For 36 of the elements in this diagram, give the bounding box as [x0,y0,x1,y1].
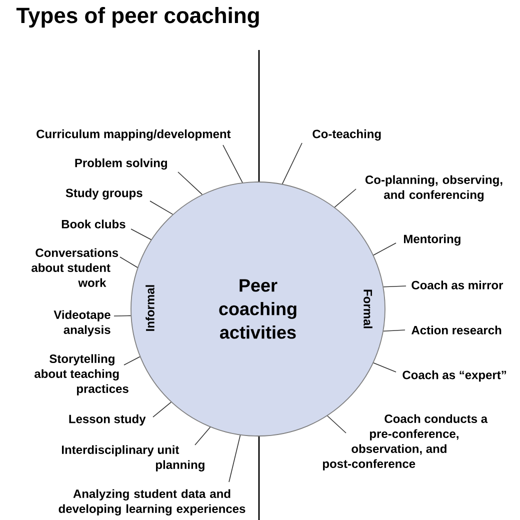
leader-line [383,286,406,288]
leader-line [124,356,140,366]
leader-line [152,402,172,418]
title: Types of peer coaching [16,7,259,28]
activity-label: Study groups [66,188,142,200]
leader-line [383,330,406,332]
activity-label: Videotape analysis [54,310,110,336]
leader-line [327,416,346,434]
leader-line [222,144,243,183]
activity-label: Co-teaching [312,129,381,141]
activity-label: Mentoring [404,234,460,246]
leader-line [150,200,174,215]
activity-label: Lesson study [69,414,146,426]
leader-line [228,434,241,482]
leader-line [194,426,211,446]
leader-line [334,188,356,208]
activity-label: Coach as “expert” [402,370,506,382]
activity-label: Storytelling about teaching practices [34,354,128,396]
vertical-label: Formal [364,290,372,328]
leader-line [373,242,396,256]
activity-label: Book clubs [62,220,126,228]
activity-label: Interdisciplinary unit planning [62,445,204,472]
leader-line [114,315,132,316]
leader-line [120,256,138,268]
activity-label: Conversations about student work [32,248,118,287]
activity-label: Action research [412,326,502,334]
vertical-label: Informal [146,285,154,331]
activity-label: Coach as mirror [412,280,504,290]
leader-line [130,228,152,240]
activity-label: Coach conducts a pre-conference, observation, and post-conference [322,414,488,470]
activity-label: Co-planning, observing, and conferencing [366,175,502,202]
activity-label: Problem solving [75,158,167,170]
leader-line [282,142,302,184]
activity-label: Curriculum mapping/development [36,129,231,141]
leader-line [373,362,396,372]
activity-label: Analyzing student data and developing learning experiences [58,489,246,516]
